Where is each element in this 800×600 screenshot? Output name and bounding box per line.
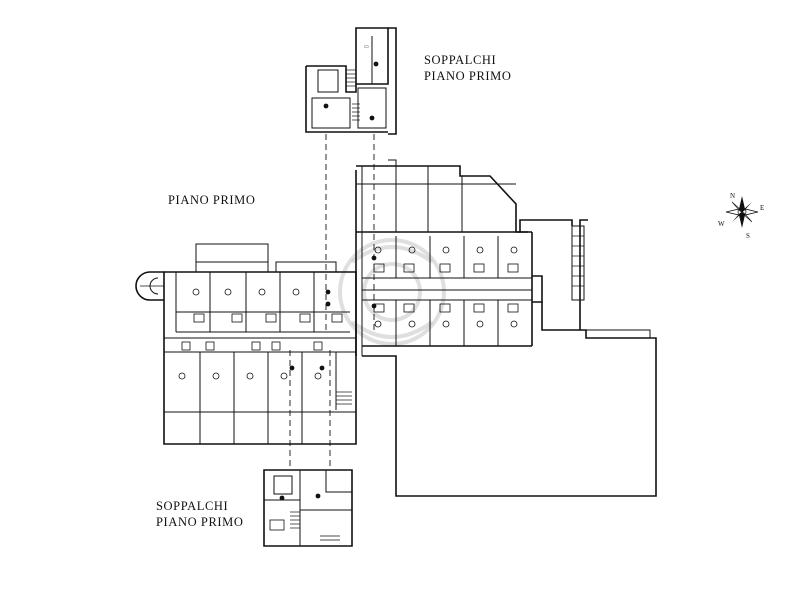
compass-letter-n: N — [730, 192, 736, 200]
compass-letter-s: S — [746, 232, 751, 240]
mezzanine-bottom-plan — [263, 469, 353, 547]
mezzanine-top-label-line-1: SOPPALCHI — [424, 53, 497, 67]
svg-text:▭: ▭ — [364, 44, 369, 50]
mezzanine-bottom-label: SOPPALCHI PIANO PRIMO — [156, 498, 244, 530]
compass-rose — [725, 196, 759, 228]
mezzanine-bottom-label-line-2: PIANO PRIMO — [156, 515, 244, 529]
watermark-logo — [338, 238, 446, 346]
mezzanine-top-label: SOPPALCHI PIANO PRIMO — [424, 52, 512, 84]
first-floor-label: PIANO PRIMO — [168, 193, 256, 207]
first-floor-plan — [135, 159, 657, 497]
compass-letter-w: W — [718, 220, 726, 228]
compass-letter-e: E — [760, 204, 765, 212]
mezzanine-top-label-line-2: PIANO PRIMO — [424, 69, 512, 83]
mezzanine-bottom-label-line-1: SOPPALCHI — [156, 499, 229, 513]
mezzanine-top-plan: ▭ — [305, 27, 397, 135]
